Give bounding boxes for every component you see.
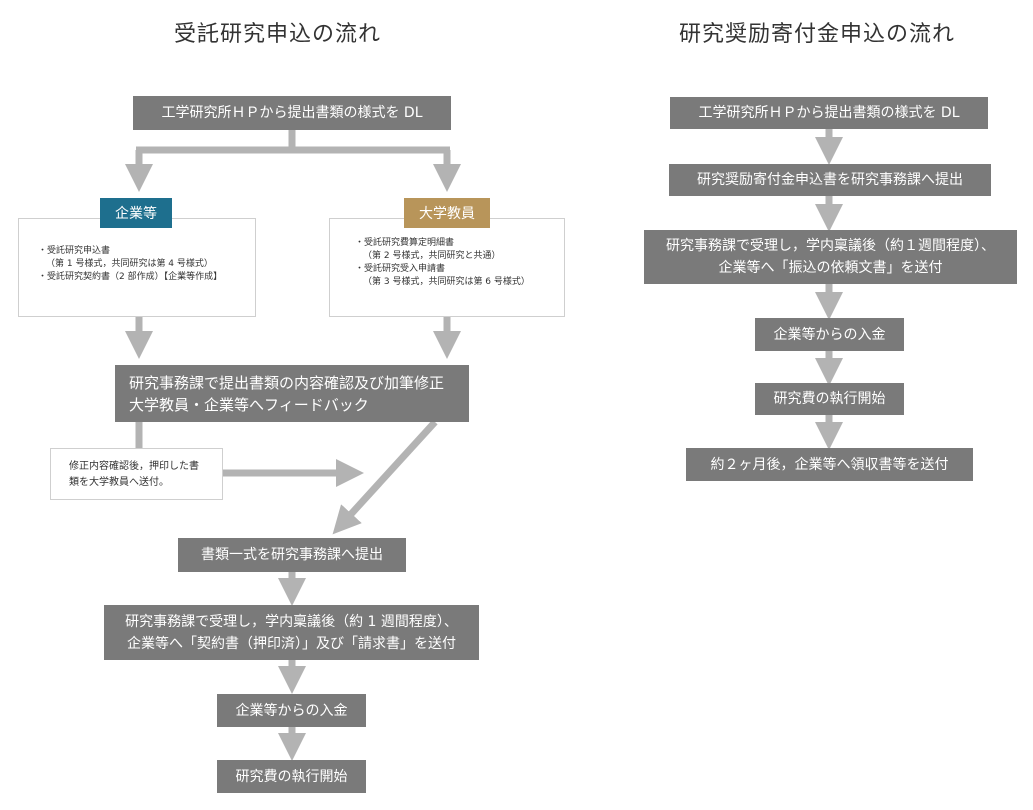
correction-note-box: 修正内容確認後，押印した書 類を大学教員へ送付。 (50, 448, 223, 500)
left-accept-step: 研究事務課で受理し，学内稟議後（約 1 週間程度）、 企業等へ「契約書（押印済）… (104, 605, 479, 660)
review-feedback-step: 研究事務課で提出書類の内容確認及び加筆修正 大学教員・企業等へフィードバック (115, 365, 469, 422)
left-start-step: 研究費の執行開始 (217, 760, 366, 793)
right-flow-title: 研究奨励寄付金申込の流れ (679, 22, 956, 47)
company-tag: 企業等 (100, 198, 172, 228)
right-receipt-step: 約２ヶ月後，企業等へ領収書等を送付 (686, 448, 973, 481)
right-step-download: 工学研究所ＨＰから提出書類の様式を DL (670, 97, 988, 129)
faculty-doc-line: （第 3 号様式，共同研究は第 6 号様式） (363, 277, 530, 287)
faculty-info-box: ・受託研究費算定明細書 （第 2 号様式，共同研究と共通） ・受託研究受入申請書… (329, 218, 565, 317)
right-accept-line: 研究事務課で受理し，学内稟議後（約１週間程度）、 (666, 238, 995, 254)
company-doc-line: ・受託研究契約書（2 部作成）【企業等作成】 (38, 272, 223, 282)
review-line: 研究事務課で提出書類の内容確認及び加筆修正 (129, 373, 445, 392)
right-apply-step: 研究奨励寄付金申込書を研究事務課へ提出 (669, 164, 991, 196)
right-accept-step: 研究事務課で受理し，学内稟議後（約１週間程度）、 企業等へ「振込の依頼文書」を送… (644, 230, 1017, 284)
company-info-box: ・受託研究申込書 （第 1 号様式，共同研究は第 4 号様式） ・受託研究契約書… (18, 218, 256, 317)
faculty-tag: 大学教員 (404, 198, 490, 228)
note-line: 類を大学教員へ送付。 (69, 477, 169, 488)
faculty-doc-line: ・受託研究費算定明細書 (355, 238, 455, 248)
left-flow-title: 受託研究申込の流れ (174, 22, 382, 47)
arrow-diagonal-to-submit (332, 419, 438, 535)
company-doc-line: （第 1 号様式，共同研究は第 4 号様式） (46, 259, 213, 269)
submit-all-docs-step: 書類一式を研究事務課へ提出 (178, 538, 406, 572)
left-step-download: 工学研究所ＨＰから提出書類の様式を DL (133, 96, 451, 130)
review-line: 大学教員・企業等へフィードバック (129, 395, 369, 414)
note-line: 修正内容確認後，押印した書 (69, 461, 199, 472)
right-payment-step: 企業等からの入金 (755, 318, 904, 351)
right-start-step: 研究費の執行開始 (755, 383, 904, 415)
faculty-doc-line: （第 2 号様式，共同研究と共通） (363, 251, 501, 261)
right-accept-line: 企業等へ「振込の依頼文書」を送付 (718, 260, 943, 276)
left-accept-line: 企業等へ「契約書（押印済）」及び「請求書」を送付 (127, 635, 456, 652)
faculty-doc-line: ・受託研究受入申請書 (355, 264, 446, 274)
company-doc-line: ・受託研究申込書 (38, 246, 111, 256)
left-accept-line: 研究事務課で受理し，学内稟議後（約 1 週間程度）、 (125, 613, 458, 630)
left-payment-step: 企業等からの入金 (217, 694, 366, 727)
